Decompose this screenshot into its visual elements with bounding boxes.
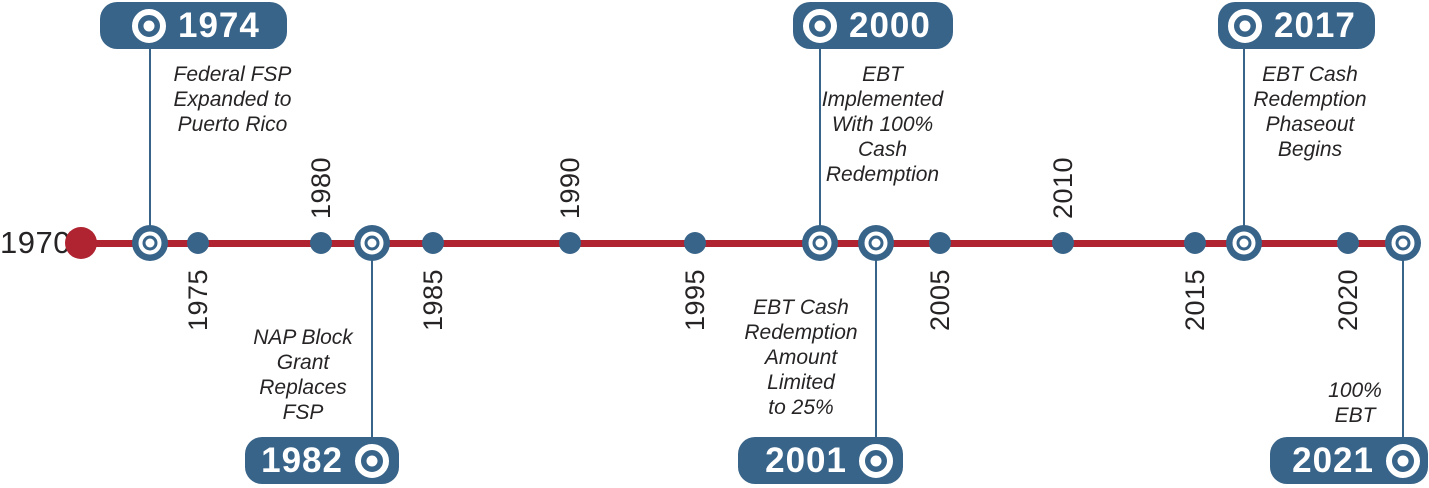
event-description-1982: NAP Block Grant Replaces FSP [218,325,388,425]
tick-dot-2005 [929,232,951,254]
event-marker-2000 [802,225,838,261]
timeline-axis [81,240,1403,247]
desc-line: FSP [282,401,324,424]
bullseye-icon [859,444,893,478]
tick-label-2005: 2005 [925,268,955,332]
event-description-1974: Federal FSP Expanded to Puerto Rico [150,62,315,137]
desc-line: to 25% [768,396,834,419]
event-badge-2001: 2001 [738,437,903,484]
desc-line: Amount [764,346,838,369]
desc-line: Redemption [825,163,940,186]
desc-line: With 100% [831,113,934,136]
desc-line: Federal FSP [173,63,292,86]
tick-label-1995: 1995 [680,268,710,332]
desc-line: EBT Cash [753,296,849,319]
event-badge-1982: 1982 [245,437,399,484]
event-badge-2017: 2017 [1218,2,1375,49]
event-description-2000: EBT Implemented With 100% Cash Redemptio… [795,62,970,187]
desc-line: Puerto Rico [177,113,288,136]
tick-label-2010: 2010 [1048,156,1078,220]
bullseye-icon [1228,9,1262,43]
desc-line: Begins [1277,138,1343,161]
desc-line: NAP Block [253,326,353,349]
tick-dot-2010 [1052,232,1074,254]
connector-line-2000 [819,46,821,243]
connector-line-1982 [371,243,373,439]
start-dot [65,227,97,259]
desc-line: Expanded to [173,88,292,111]
event-badge-2000: 2000 [793,2,953,49]
desc-line: Replaces [259,376,347,399]
connector-line-1974 [149,46,151,243]
event-badge-2021: 2021 [1270,437,1428,484]
event-description-2021: 100% EBT [1305,378,1405,428]
connector-line-2001 [875,243,877,439]
tick-dot-1985 [422,232,444,254]
event-badge-1974: 1974 [100,2,287,49]
bullseye-icon [355,444,389,478]
tick-dot-1975 [187,232,209,254]
event-year-2017: 2017 [1274,6,1356,45]
desc-line: Grant [276,351,330,374]
tick-label-1980: 1980 [306,156,336,220]
bullseye-icon [803,9,837,43]
desc-line: 100% [1328,379,1382,402]
event-year-2021: 2021 [1292,441,1374,480]
desc-line: EBT Cash [1262,63,1358,86]
event-marker-2017 [1226,225,1262,261]
bullseye-icon [1386,444,1420,478]
tick-dot-2020 [1337,232,1359,254]
tick-dot-1990 [559,232,581,254]
desc-line: Redemption [744,321,858,344]
tick-label-2015: 2015 [1180,268,1210,332]
event-marker-1982 [354,225,390,261]
tick-label-1990: 1990 [555,156,585,220]
desc-line: Cash [857,138,908,161]
event-year-2000: 2000 [849,6,931,45]
desc-line: EBT [1334,404,1376,427]
event-description-2001: EBT Cash Redemption Amount Limited to 25… [716,295,886,420]
start-year-label: 1970 [0,225,71,260]
desc-line: EBT [862,63,903,86]
event-year-1982: 1982 [261,441,343,480]
tick-dot-2015 [1184,232,1206,254]
tick-label-1985: 1985 [418,268,448,332]
desc-line: Limited [767,371,835,394]
tick-dot-1980 [310,232,332,254]
event-year-1974: 1974 [178,6,260,45]
desc-line: Phaseout [1265,113,1355,136]
desc-line: Redemption [1253,88,1367,111]
event-marker-1974 [132,225,168,261]
connector-line-2017 [1243,46,1245,243]
tick-dot-1995 [684,232,706,254]
desc-line: Implemented [821,88,944,111]
tick-label-2020: 2020 [1333,268,1363,332]
event-description-2017: EBT Cash Redemption Phaseout Begins [1225,62,1395,162]
event-marker-2001 [858,225,894,261]
tick-label-1975: 1975 [183,268,213,332]
event-marker-2021 [1385,225,1421,261]
bullseye-icon [132,9,166,43]
event-year-2001: 2001 [765,441,847,480]
connector-line-2021 [1402,243,1404,439]
